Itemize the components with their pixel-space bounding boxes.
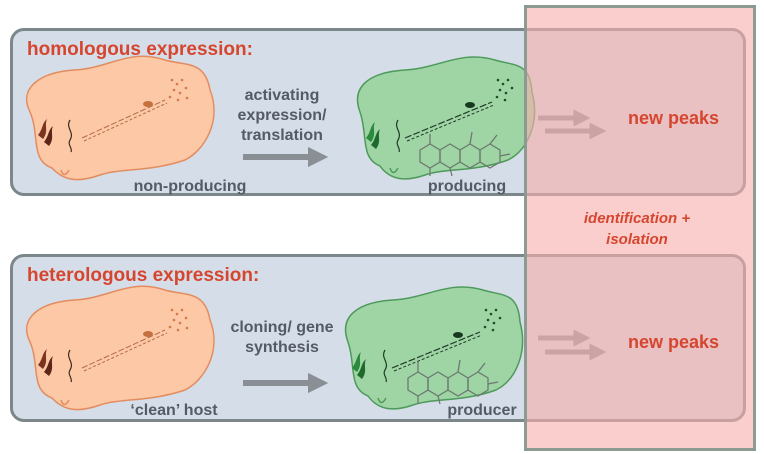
top-new-peaks-label: new peaks: [628, 108, 720, 128]
bottom-new-peaks-label: new peaks: [628, 332, 720, 352]
top-step-label: activating expression/ translation: [237, 87, 327, 144]
producing-label: producing: [427, 178, 507, 195]
bottom-step-label: cloning/ gene synthesis: [230, 319, 334, 356]
identification-line-2: isolation: [606, 231, 668, 248]
homologous-expression-title: homologous expression:: [27, 39, 253, 60]
heterologous-expression-title: heterologous expression:: [27, 265, 260, 286]
producer-label: producer: [447, 402, 517, 419]
producer-cell: [344, 286, 524, 410]
non-producing-cell: [25, 55, 215, 181]
identification-overlay: [524, 5, 756, 451]
producing-cell: [356, 56, 536, 180]
clean-host-label: ‘clean’ host: [130, 402, 218, 419]
non-producing-label: non-producing: [133, 178, 247, 195]
clean-host-cell: [25, 285, 215, 411]
identification-label: identification + isolation: [532, 208, 742, 250]
identification-line-1: identification +: [583, 210, 691, 227]
